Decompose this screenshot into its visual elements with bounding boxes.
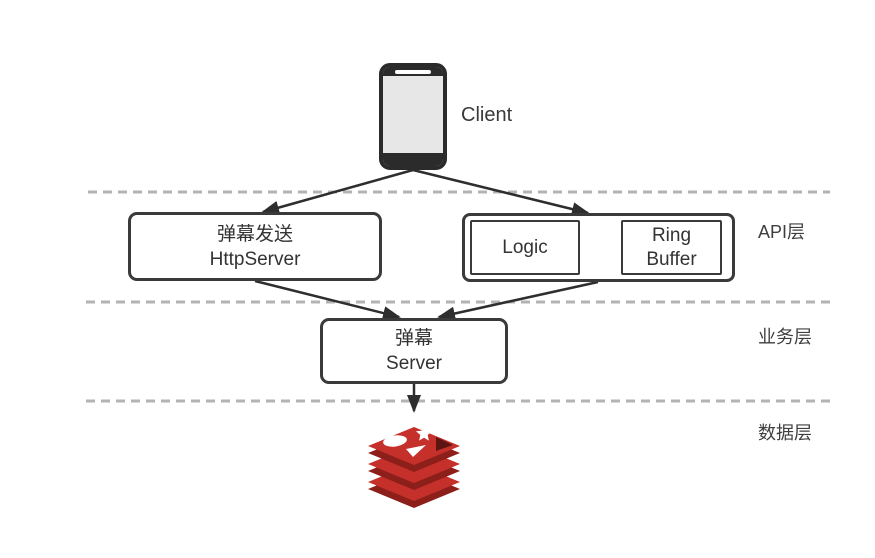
edge-client-to-api-group: [412, 168, 590, 216]
layer-label-data: 数据层: [758, 423, 812, 443]
node-danmu-server-line1: 弹幕: [394, 328, 433, 349]
redis-triangle-shape: [406, 445, 426, 457]
redis-dark-triangle-shape: [436, 437, 453, 451]
edge-httpserver-to-danmuserver: [254, 279, 401, 320]
node-ring-buffer: Ring Buffer: [621, 220, 722, 275]
node-api-group: Logic Ring Buffer: [462, 213, 735, 282]
phone-speaker-slit: [395, 70, 431, 74]
client-label: Client: [461, 104, 513, 126]
node-httpserver-line2: HttpServer: [209, 248, 301, 270]
layer-label-business: 业务层: [758, 327, 812, 347]
smartphone-icon: [379, 63, 447, 170]
edge-api-group-to-danmuserver: [437, 280, 599, 321]
node-danmu-server-line2: Server: [386, 353, 442, 374]
node-logic-label: Logic: [502, 236, 548, 258]
redis-ellipse-shape: [383, 435, 407, 447]
node-ring-buffer-line1: Ring: [651, 224, 692, 246]
node-logic: Logic: [470, 220, 580, 275]
redis-star-shape: [416, 425, 432, 441]
node-danmu-server: 弹幕 Server: [320, 318, 508, 384]
phone-bottom-bar: [383, 153, 443, 166]
edge-client-to-httpserver: [261, 168, 414, 215]
layer-label-api: API层: [758, 222, 806, 242]
redis-icon: [368, 425, 460, 508]
node-httpserver: 弹幕发送 HttpServer: [128, 212, 382, 281]
node-httpserver-line1: 弹幕发送: [216, 223, 293, 245]
node-ring-buffer-line2: Buffer: [646, 248, 697, 270]
